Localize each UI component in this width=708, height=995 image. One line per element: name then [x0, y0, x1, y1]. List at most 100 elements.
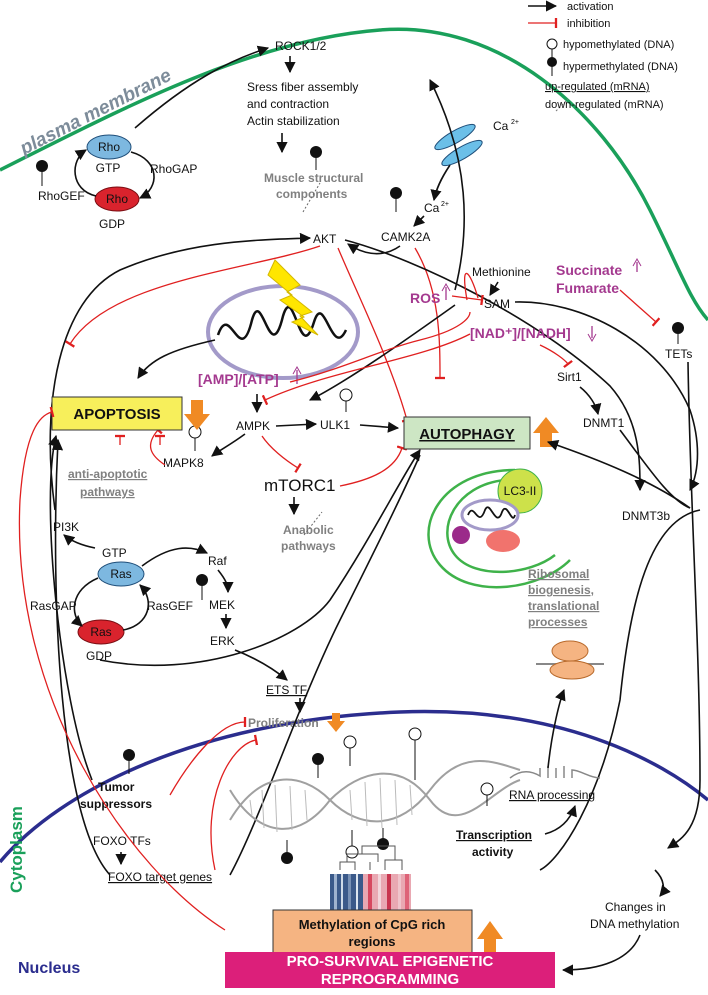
- legend-upregulated: up-regulated (mRNA): [545, 81, 650, 93]
- amp-up-icon: [292, 365, 302, 375]
- apoptosis-down-arrow-icon: [184, 400, 210, 430]
- raf-label: Raf: [208, 554, 227, 568]
- tets-label: TETs: [665, 347, 692, 361]
- mitochondrion-icon: [206, 259, 360, 380]
- dnmt1-label: DNMT1: [583, 416, 625, 430]
- ca-cytosol-label: Ca: [424, 201, 440, 215]
- dna-meth-2-icon: [343, 735, 357, 749]
- dnmt3b-label: DNMT3b: [622, 509, 670, 523]
- rho-gdp-node: [94, 186, 140, 212]
- reprogramming-box: [225, 952, 555, 988]
- anabolic-label-1: Anabolic: [283, 523, 334, 537]
- legend: activation inhibition hypomethylated (DN…: [528, 0, 678, 112]
- camk2a-hypermethylated-icon: [390, 187, 402, 199]
- lc3-ii-label: LC3-II: [504, 484, 537, 498]
- dna-meth-1-icon: [312, 753, 324, 765]
- tumor-suppressor-hypermethylated-icon: [123, 749, 135, 761]
- autophagosome-icon: [427, 468, 571, 589]
- apoptosis-label: APOPTOSIS: [73, 406, 160, 423]
- nad-down-icon: [587, 333, 597, 343]
- reprogramming-label-2: REPROGRAMMING: [321, 971, 459, 988]
- nuclear-envelope-line: [0, 709, 708, 864]
- rasgap-label: RasGAP: [30, 599, 77, 613]
- rho-gdp-label: Rho: [106, 192, 128, 206]
- autophagy-box: [403, 416, 531, 450]
- svg-text:2+: 2+: [511, 119, 519, 126]
- akt-label: AKT: [313, 232, 337, 246]
- nucleus-label: Nucleus: [18, 960, 80, 977]
- dna-meth-6-icon: [377, 838, 389, 850]
- calcium-channel-icon: [434, 123, 483, 167]
- reprogramming-label-1: PRO-SURVIVAL EPIGENETIC: [287, 953, 494, 970]
- tets-hypermethylated-icon: [672, 322, 684, 334]
- stress-fiber-label-2: and contraction: [247, 97, 329, 111]
- muscle-structural-label-2: components: [276, 187, 348, 201]
- ribosome-icon: [536, 640, 604, 680]
- plasma-membrane-line: [0, 27, 708, 322]
- autophagy-label: AUTOPHAGY: [419, 426, 515, 443]
- rhogap-label: RhoGAP: [150, 162, 197, 176]
- ribosomal-label-1: Ribosomal: [528, 567, 589, 581]
- cytoplasm-label: Cytoplasm: [7, 806, 26, 893]
- legend-open-lollipop-icon: [546, 38, 558, 50]
- dna-meth-7-icon: [480, 782, 494, 796]
- ets-tf-label: ETS TF: [266, 683, 307, 697]
- ulk1-label: ULK1: [320, 418, 350, 432]
- methylation-label-1: Methylation of CpG rich: [299, 917, 446, 932]
- mapk8-label: MAPK8: [163, 456, 204, 470]
- dna-meth-5-icon: [345, 845, 359, 859]
- ras-gtp-text: GTP: [102, 546, 127, 560]
- legend-inhibition: inhibition: [567, 18, 610, 30]
- ras-gdp-node: [77, 619, 125, 645]
- rho-gdp-text: GDP: [99, 217, 125, 231]
- mtorc1-label: mTORC1: [264, 476, 335, 495]
- muscle-hypermethylated-icon: [310, 146, 322, 158]
- methionine-label: Methionine: [472, 265, 531, 279]
- ros-up-icon: [441, 282, 451, 292]
- rho-gtp-label: Rho: [98, 140, 120, 154]
- tumor-suppressors-label-2: suppressors: [80, 797, 152, 811]
- rna-processing-icon: [509, 766, 601, 779]
- dna-meth-3-icon: [408, 727, 422, 741]
- autophagy-up-arrow-icon: [533, 417, 559, 447]
- ribosomal-label-3: translational: [528, 599, 599, 613]
- legend-downregulated: down-regulated (mRNA): [545, 99, 664, 111]
- sirt1-label: Sirt1: [557, 370, 582, 384]
- proliferation-down-arrow-icon: [327, 713, 345, 732]
- proliferation-label: Proliferation: [248, 716, 319, 730]
- stress-fiber-label-1: Sress fiber assembly: [247, 80, 358, 94]
- foxo-target-genes-label: FOXO target genes: [108, 870, 212, 884]
- methylation-label-2: regions: [349, 934, 396, 949]
- sam-label: SAM: [484, 297, 510, 311]
- ros-label: ROS: [410, 290, 440, 306]
- transcription-label-1: Transcription: [456, 828, 532, 842]
- ca-top-label: Ca: [493, 119, 509, 133]
- ras-gtp-node: [97, 561, 145, 587]
- succinate-label: Succinate: [556, 262, 622, 278]
- transcription-label-2: activity: [472, 845, 514, 859]
- ras-gdp-label: Ras: [90, 625, 111, 639]
- muscle-structural-label-1: Muscle structural: [264, 171, 363, 185]
- anabolic-label-2: pathways: [281, 539, 336, 553]
- ras-gtp-label: Ras: [110, 567, 131, 581]
- legend-activation: activation: [567, 1, 613, 13]
- dna-meth-4-icon: [281, 852, 293, 864]
- rasgef-hypermethylated-icon: [196, 574, 208, 586]
- ras-gdp-text: GDP: [86, 649, 112, 663]
- camk2a-label: CAMK2A: [381, 230, 430, 244]
- rhogef-label: RhoGEF: [38, 189, 85, 203]
- ampk-label: AMPK: [236, 419, 270, 433]
- ribosomal-label-2: biogenesis,: [528, 583, 594, 597]
- dna-helix-icon: [229, 760, 521, 833]
- stress-fiber-label-3: Actin stabilization: [247, 114, 340, 128]
- mapk8-hypomethylated-icon: [188, 425, 202, 439]
- anti-apoptotic-label-2: pathways: [80, 485, 135, 499]
- nad-ratio-label: [NAD⁺]/[NADH]: [470, 325, 571, 341]
- rock-label: ROCK1/2: [275, 39, 327, 53]
- apoptosis-box: [51, 396, 183, 431]
- ribosomal-label-4: processes: [528, 615, 588, 629]
- changes-label-1: Changes in: [605, 900, 666, 914]
- rhogef-hypermethylated-icon: [36, 160, 48, 172]
